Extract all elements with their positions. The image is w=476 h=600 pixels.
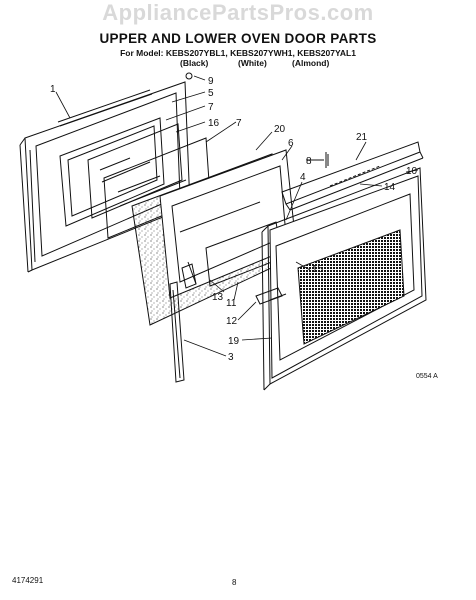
upper-glass: [87, 123, 183, 219]
callout-6: 6: [288, 138, 294, 149]
diagram-code: 0554 A: [416, 373, 438, 380]
callout-5: 5: [208, 88, 214, 99]
callout-12: 12: [226, 316, 238, 327]
callout-20: 20: [274, 124, 286, 135]
lower-outer-door: [261, 167, 427, 391]
clip-part: [185, 72, 193, 80]
callout-10: 10: [406, 166, 418, 177]
watermark: AppliancePartsPros.com: [102, 0, 374, 25]
callout-21: 21: [356, 132, 368, 143]
screw: [306, 152, 329, 168]
callout-16: 16: [208, 118, 220, 129]
page-title: UPPER AND LOWER OVEN DOOR PARTS: [99, 31, 377, 46]
color-white: (White): [238, 58, 267, 68]
callout-14: 14: [384, 182, 396, 193]
model-numbers: For Model: KEBS207YBL1, KEBS207YWH1, KEB…: [120, 48, 356, 58]
control-panel-trim: [281, 141, 424, 211]
page-number: 8: [232, 578, 237, 587]
callout-1: 1: [50, 84, 56, 95]
callout-15: 15: [312, 264, 324, 275]
handle-bracket: [255, 287, 287, 305]
callout-4: 4: [300, 172, 306, 183]
callout-9: 9: [208, 76, 214, 87]
callout-7a: 7: [208, 102, 214, 113]
callout-13: 13: [212, 292, 224, 303]
callout-11: 11: [226, 298, 237, 309]
callout-19: 19: [228, 336, 240, 347]
color-almond: (Almond): [292, 58, 330, 68]
callout-7b: 7: [236, 118, 242, 129]
callout-3: 3: [228, 352, 234, 363]
color-black: (Black): [180, 58, 209, 68]
document-number: 4174291: [12, 576, 44, 585]
upper-window-frame: [59, 117, 165, 227]
callout-8: 8: [306, 156, 312, 167]
side-trim-strip: [169, 281, 185, 383]
